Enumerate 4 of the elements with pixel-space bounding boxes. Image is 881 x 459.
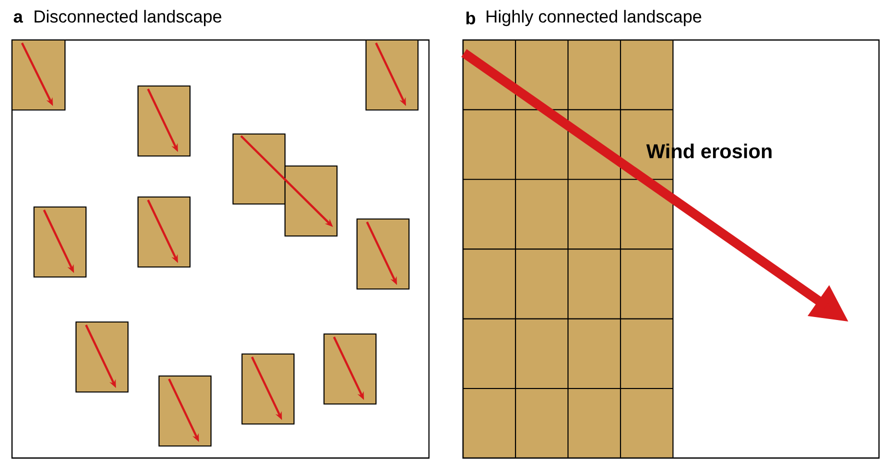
panel-letter: a <box>14 13 24 23</box>
panel-title: Disconnected landscape <box>34 10 222 26</box>
panel-letter: b <box>466 12 476 24</box>
panel-title: Highly connected landscape <box>486 10 702 26</box>
